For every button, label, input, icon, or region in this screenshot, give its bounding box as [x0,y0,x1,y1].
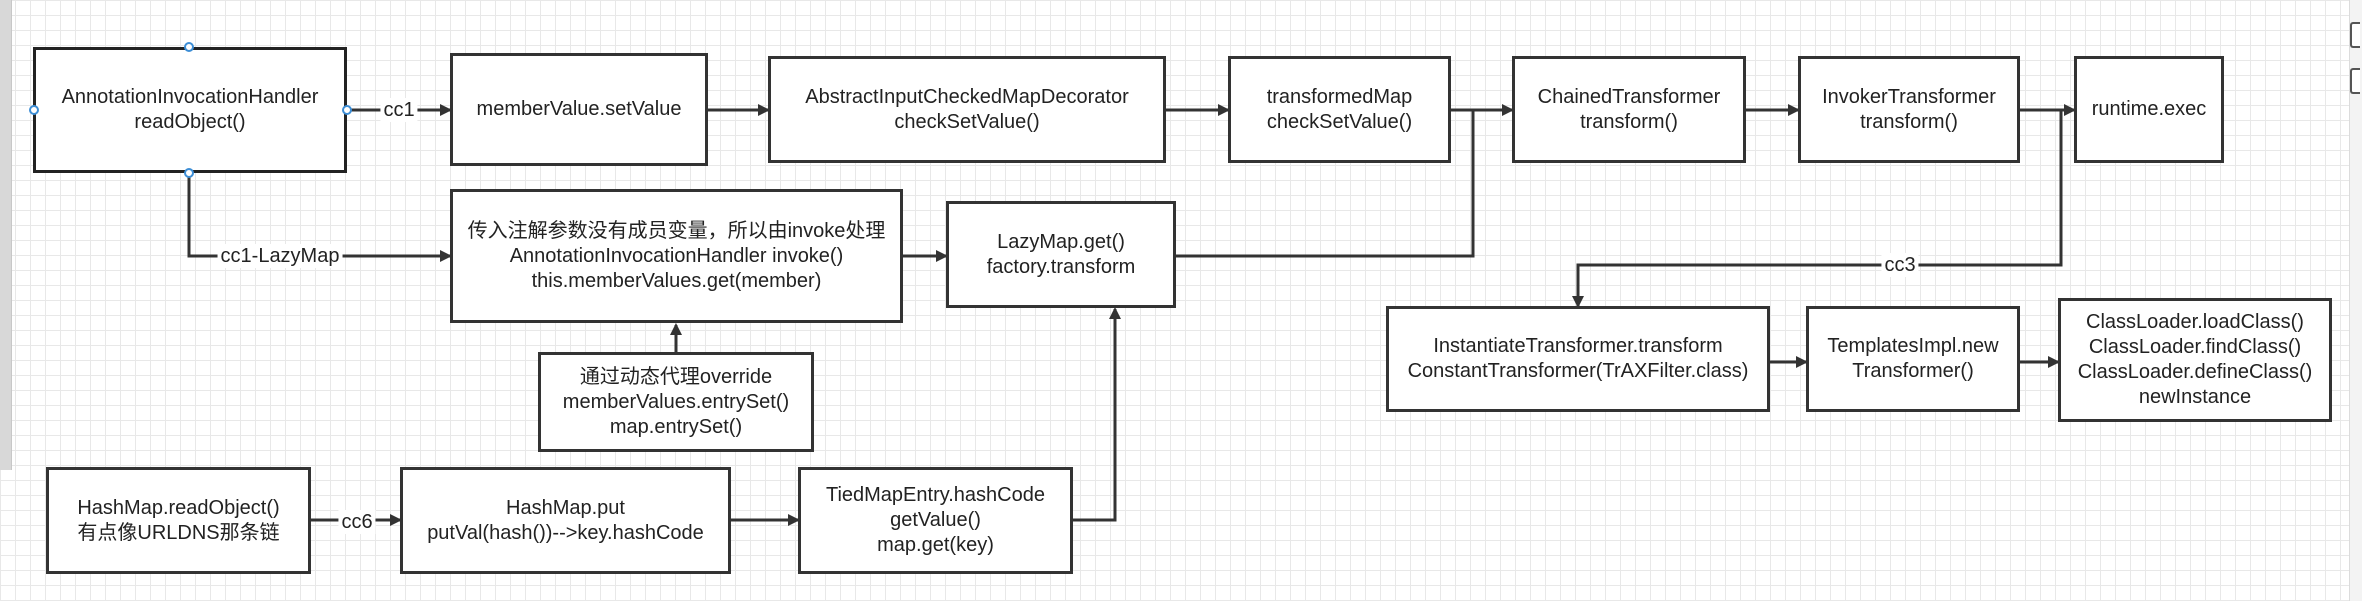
node-text: ClassLoader.loadClass() [2086,311,2304,333]
node-text: ChainedTransformer [1537,85,1721,108]
edge-invoker-to-instantiate [1572,110,2063,308]
panel-toggle-icon[interactable] [2350,68,2360,94]
edge-aih-to-invoke [187,173,452,262]
resize-handle-right[interactable] [342,105,352,115]
node-text: AnnotationInvocationHandler [61,86,319,108]
resize-handle-top[interactable] [184,42,194,52]
node-text: ClassLoader.defineClass() [2077,361,2313,383]
node-text: checkSetValue() [1266,110,1413,133]
node-dynamic-proxy[interactable]: 通过动态代理override memberValues.entrySet() m… [538,352,814,452]
node-text: HashMap.put [506,496,625,519]
node-member-value-setvalue[interactable]: memberValue.setValue [450,53,708,166]
node-text: TiedMapEntry.hashCode [825,484,1045,506]
node-text: putVal(hash())-->key.hashCode [427,521,704,544]
node-text: ConstantTransformer(TrAXFilter.class) [1407,360,1749,382]
node-text: map.entrySet() [609,415,743,438]
node-templates-impl[interactable]: TemplatesImpl.new Transformer() [1806,306,2020,412]
node-text: 通过动态代理override [579,365,773,388]
node-text: Transformer() [1852,360,1974,382]
node-text: 有点像URLDNS那条链 [77,521,280,544]
node-text: checkSetValue() [894,110,1040,133]
node-runtime-exec[interactable]: runtime.exec [2074,56,2224,163]
node-text: map.get(key) [877,534,994,556]
node-text: ClassLoader.findClass() [2088,336,2302,358]
edge-label-cc1-lazymap[interactable]: cc1-LazyMap [217,244,343,268]
node-lazymap-get[interactable]: LazyMap.get() factory.transform [946,201,1176,308]
node-annotation-invoke[interactable]: 传入注解参数没有成员变量，所以由invoke处理 AnnotationInvoc… [450,189,903,323]
node-classloader[interactable]: ClassLoader.loadClass() ClassLoader.find… [2058,298,2332,422]
node-chained-transformer[interactable]: ChainedTransformer transform() [1512,56,1746,163]
vertical-scrollbar[interactable] [0,0,12,470]
edge-label-cc3[interactable]: cc3 [1881,253,1919,277]
node-text: LazyMap.get() [997,230,1125,253]
node-abstract-input-checked-map-decorator[interactable]: AbstractInputCheckedMapDecorator checkSe… [768,56,1166,163]
node-text: TemplatesImpl.new [1827,335,1999,357]
node-tied-map-entry[interactable]: TiedMapEntry.hashCode getValue() map.get… [798,467,1073,574]
node-text: HashMap.readObject() [77,496,280,519]
node-text: AbstractInputCheckedMapDecorator [805,85,1129,108]
node-hashmap-readobject[interactable]: HashMap.readObject() 有点像URLDNS那条链 [46,467,311,574]
node-text: runtime.exec [2091,98,2207,120]
node-text: factory.transform [986,255,1136,278]
resize-handle-left[interactable] [29,105,39,115]
node-text: getValue() [890,509,981,531]
node-text: transform() [1580,110,1678,133]
node-text: newInstance [2138,386,2252,408]
panel-toggle-icon[interactable] [2350,22,2360,48]
node-text: transform() [1860,110,1958,133]
node-text: this.memberValues.get(member) [531,269,822,292]
edge-label-cc1[interactable]: cc1 [380,98,418,122]
resize-handle-bottom[interactable] [184,168,194,178]
node-text: transformedMap [1266,85,1413,108]
node-annotation-invocation-handler[interactable]: AnnotationInvocationHandler readObject() [33,47,347,173]
node-text: memberValues.entrySet() [562,390,790,413]
node-text: 传入注解参数没有成员变量，所以由invoke处理 [467,219,886,242]
node-invoker-transformer[interactable]: InvokerTransformer transform() [1798,56,2020,163]
node-hashmap-put[interactable]: HashMap.put putVal(hash())-->key.hashCod… [400,467,731,574]
edge-lazymap-to-chained [1176,110,1475,258]
node-text: InvokerTransformer [1822,85,1996,108]
node-text: AnnotationInvocationHandler invoke() [509,244,844,267]
edge-label-cc6[interactable]: cc6 [338,510,376,534]
node-instantiate-transformer[interactable]: InstantiateTransformer.transform Constan… [1386,306,1770,412]
node-text: memberValue.setValue [476,98,682,120]
node-text: InstantiateTransformer.transform [1433,335,1723,357]
side-panel-edge[interactable] [2349,0,2362,601]
edge-tied-to-lazymap [1073,307,1121,522]
node-transformed-map[interactable]: transformedMap checkSetValue() [1228,56,1451,163]
node-text: readObject() [134,111,246,133]
